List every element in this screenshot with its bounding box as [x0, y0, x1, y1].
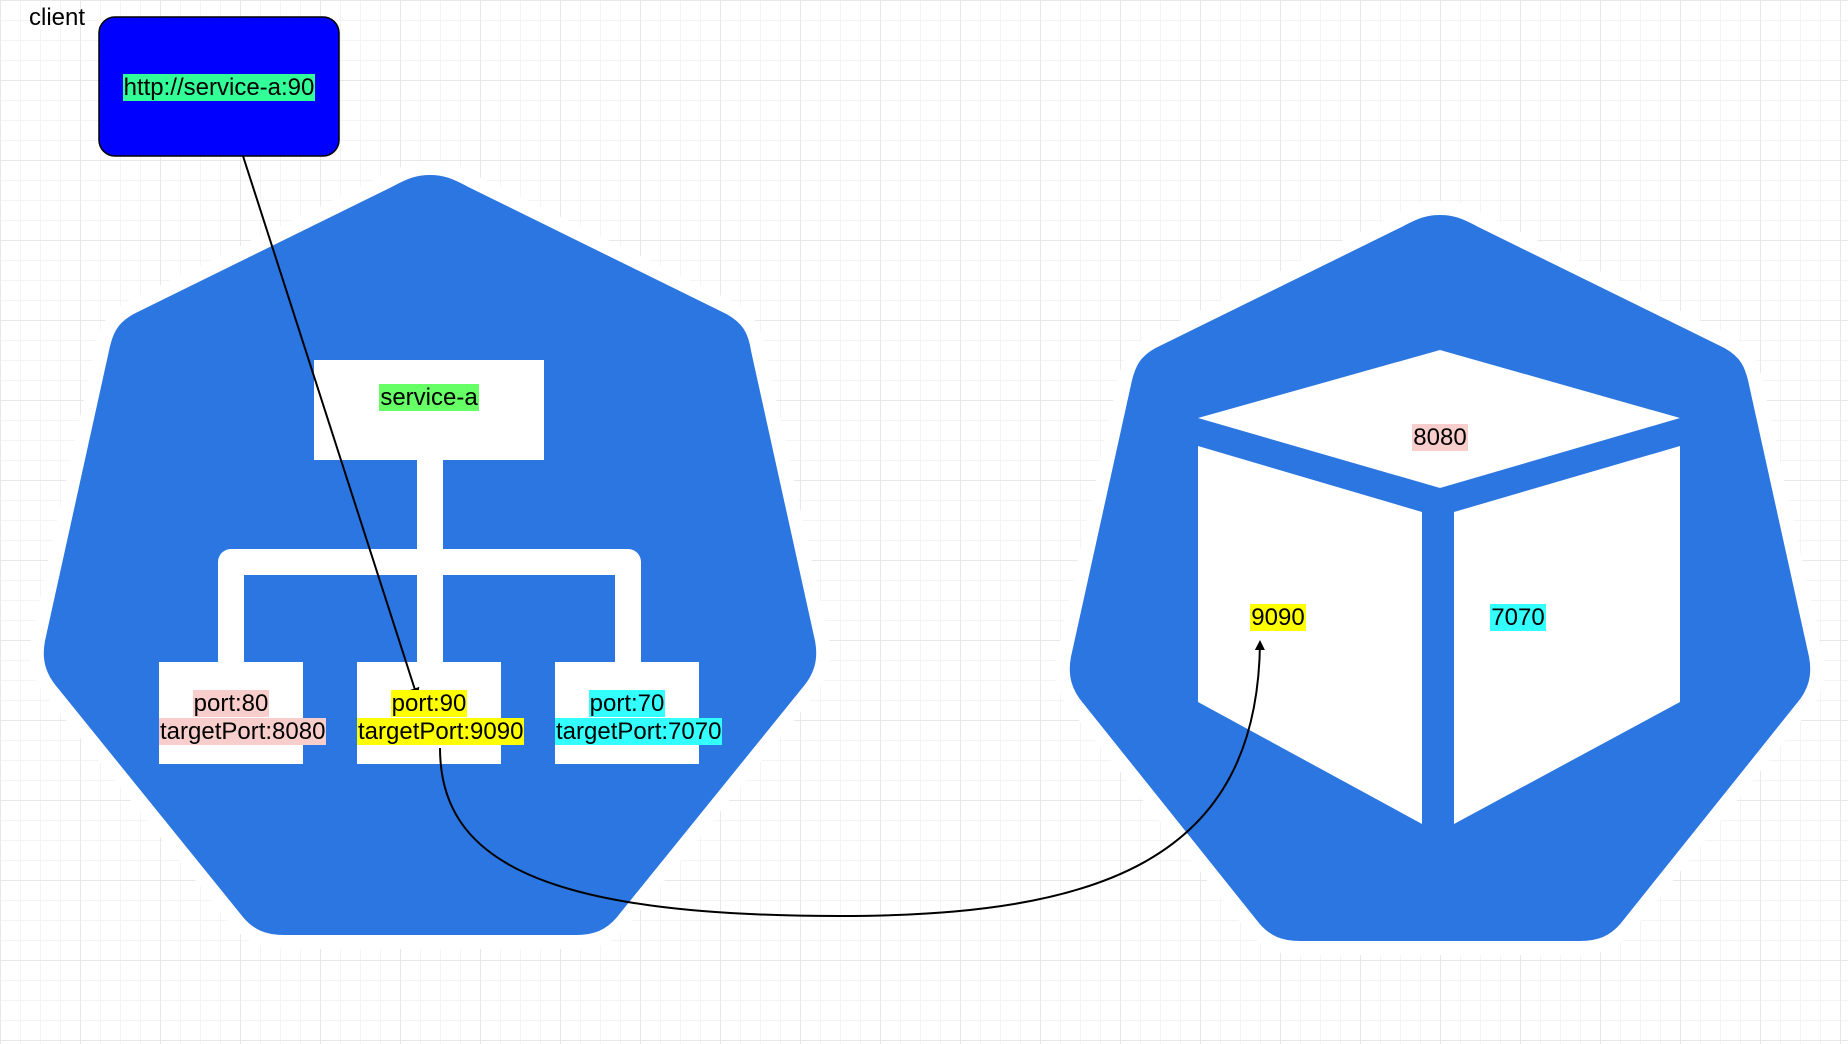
pod-cube-icon: [1198, 350, 1680, 824]
client-url-text: http://service-a:90: [122, 74, 316, 101]
pod-heptagon: [1055, 200, 1825, 955]
target-9090-text: targetPort:9090: [357, 718, 525, 745]
client-to-service-arrow: [242, 155, 420, 698]
pod-port-9090: 9090: [1218, 604, 1338, 632]
client-url[interactable]: http://service-a:90: [99, 74, 339, 102]
port-90-text: port:90: [390, 690, 468, 717]
service-name-text: service-a: [379, 384, 479, 411]
pod-port-8080: 8080: [1380, 424, 1500, 452]
pod-port-7070-text: 7070: [1490, 604, 1546, 631]
service-tree-connectors: [218, 460, 641, 664]
service-name: service-a: [314, 384, 544, 412]
pod-port-8080-text: 8080: [1412, 424, 1468, 451]
target-8080-label: targetPort:8080: [159, 718, 327, 746]
pod-port-7070: 7070: [1458, 604, 1578, 632]
target-7070-text: targetPort:7070: [555, 718, 723, 745]
service-to-pod-arrow: [439, 640, 1265, 918]
target-8080-text: targetPort:8080: [159, 718, 327, 745]
port-70-text: port:70: [588, 690, 666, 717]
target-9090-label: targetPort:9090: [357, 718, 525, 746]
port-90-label: port:90: [357, 690, 501, 718]
port-80-label: port:80: [159, 690, 303, 718]
target-7070-label: targetPort:7070: [555, 718, 723, 746]
client-label: client: [29, 4, 86, 31]
pod-port-9090-text: 9090: [1250, 604, 1306, 631]
port-80-text: port:80: [192, 690, 270, 717]
port-70-label: port:70: [555, 690, 699, 718]
